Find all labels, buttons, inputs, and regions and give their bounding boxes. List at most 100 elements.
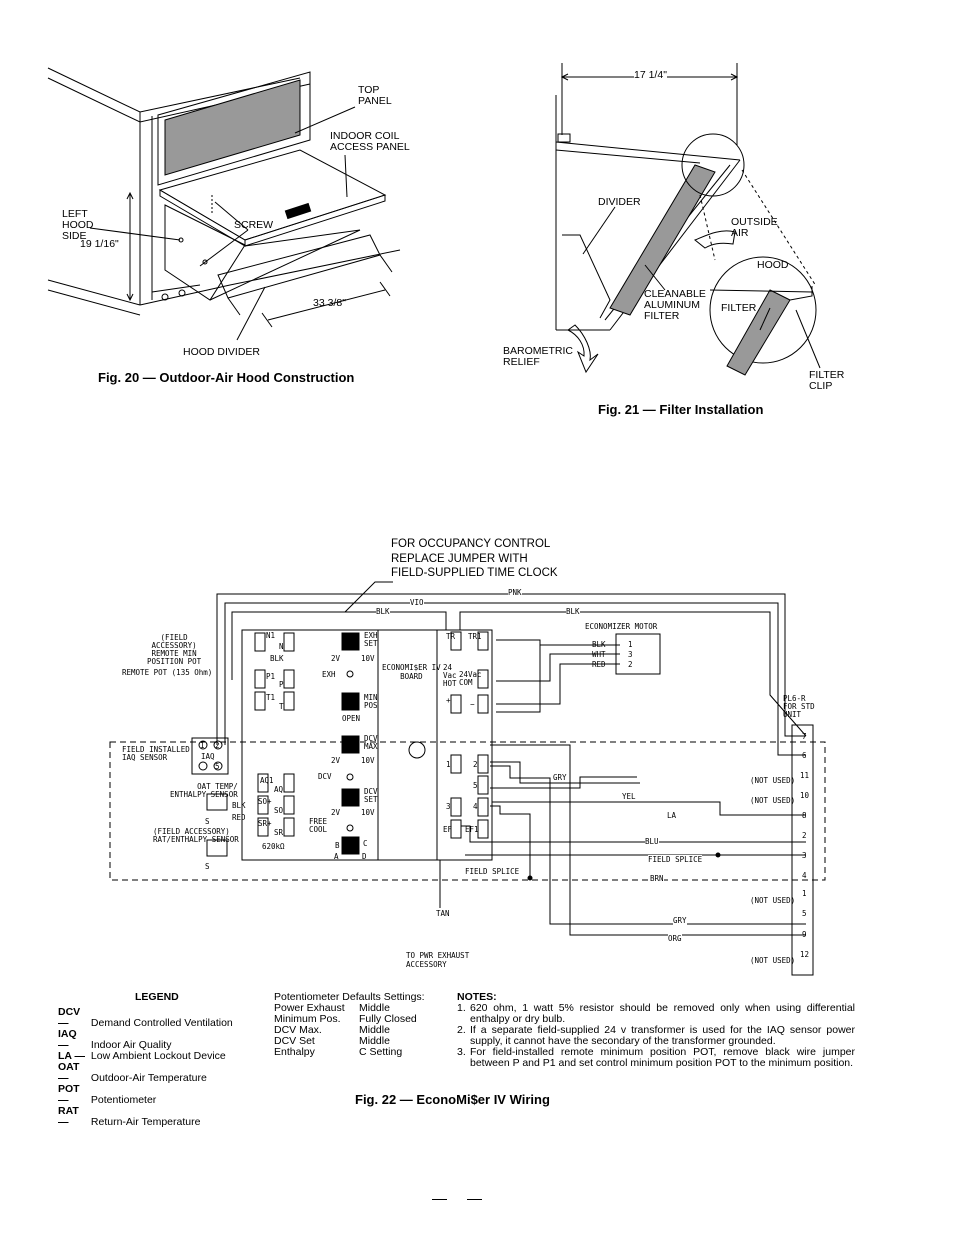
barometric-relief-label: BAROMETRIC RELIEF (503, 345, 574, 368)
plug-pin: 4 (802, 871, 807, 880)
v10-label-b: 10V (361, 756, 375, 765)
wire-pnk-label: PNK (508, 588, 522, 597)
field-accessory-pot-label: (FIELD ACCESSORY) REMOTE MIN POSITION PO… (147, 633, 202, 666)
legend-abbr: IAQ — (58, 1028, 77, 1051)
pwr-exhaust-label: TO PWR EXHAUST ACCESSORY (406, 951, 470, 969)
pot-value: Middle (359, 1024, 390, 1036)
rat-sensor-label: (FIELD ACCESSORY) RAT/ENTHALPY SENSOR (153, 827, 239, 844)
pot-row: DCV Max.Middle (274, 1025, 425, 1036)
d-label: D (362, 852, 367, 861)
field-splice-label: FIELD SPLICE (648, 855, 703, 864)
c-label: C (363, 839, 368, 848)
not-used-label: (NOT USED) (750, 896, 796, 905)
term-p: P (279, 680, 284, 689)
min-pos-label: MIN POS (364, 693, 378, 710)
legend-desc: Indoor Air Quality (90, 1039, 172, 1051)
wire-org-label: ORG (668, 934, 682, 943)
wire-gry-label: GRY (553, 773, 567, 782)
term-aq: AQ (274, 785, 284, 794)
wire-tan-label: TAN (436, 909, 450, 918)
legend-title: LEGEND (135, 991, 179, 1003)
pl6-label: PL6-R FOR STD UNIT (783, 694, 815, 719)
filter-label: FILTER (721, 302, 757, 314)
v2-label-b: 2V (331, 756, 341, 765)
hood-label: HOOD (757, 259, 789, 271)
motor-wht: WHT (592, 650, 606, 659)
b-label: B (335, 841, 340, 850)
legend-row: POT — Potentiometer (58, 1084, 233, 1106)
oat-red-wire: RED (232, 813, 246, 822)
legend-row: RAT — Return-Air Temperature (58, 1106, 233, 1128)
not-used-label: (NOT USED) (750, 776, 796, 785)
exh-led-label: EXH (322, 670, 336, 679)
resistor-label: 620kΩ (262, 842, 285, 851)
wire-blu-label: BLU (645, 837, 659, 846)
term-t: T (279, 702, 284, 711)
econ-motor-label: ECONOMIZER MOTOR (585, 622, 658, 631)
cleanable-filter-label: CLEANABLE ALUMINUM FILTER (644, 288, 706, 322)
plug-pin: 9 (802, 930, 807, 939)
wire-brn-label: BRN (650, 874, 664, 883)
legend-desc: Low Ambient Lockout Device (90, 1050, 226, 1062)
fig21-caption: Fig. 21 — Filter Installation (598, 402, 764, 417)
iaq-pin-5: 5 (215, 762, 220, 771)
wire-yel-label: YEL (622, 792, 636, 801)
note-text: If a separate field-supplied 24 v transf… (470, 1024, 855, 1047)
pot-name: Enthalpy (274, 1046, 315, 1058)
la-label: LA (667, 811, 677, 820)
pot-row: Minimum Pos.Fully Closed (274, 1014, 425, 1025)
legend-row: OAT — Outdoor-Air Temperature (58, 1062, 233, 1084)
dcv-max-label: DCV MAX (364, 734, 378, 751)
rat-s-label: S (205, 862, 210, 871)
not-used-label: (NOT USED) (750, 796, 796, 805)
filter-clip-label: FILTER CLIP (809, 369, 845, 392)
legend-abbr: DCV — (58, 1006, 81, 1029)
legend-desc: Demand Controlled Ventilation (90, 1017, 233, 1029)
divider-label: DIVIDER (598, 196, 641, 208)
term-24vac-hot: 24 Vac HOT (443, 663, 457, 688)
free-cool-label: FREE COOL (309, 817, 328, 834)
left-hood-side-label: LEFT HOOD SIDE (62, 208, 94, 242)
a-label: A (334, 852, 339, 861)
oat-blk-wire: BLK (232, 801, 246, 810)
motor-red: RED (592, 660, 606, 669)
pot-value: Fully Closed (359, 1013, 417, 1025)
legend-abbr: POT — (58, 1083, 80, 1106)
remote-pot-label: REMOTE POT (135 Ohm) (122, 668, 213, 677)
fig21-width-dimension: 17 1/4" (634, 69, 667, 81)
legend-desc: Potentiometer (90, 1094, 157, 1106)
v10-label-c: 10V (361, 808, 375, 817)
motor-blk: BLK (592, 640, 606, 649)
note-item: 2.If a separate field-supplied 24 v tran… (457, 1024, 855, 1047)
legend-row: DCV — Demand Controlled Ventilation (58, 1007, 233, 1029)
notes-block: NOTES: 1.620 ohm, 1 watt 5% resistor sho… (457, 992, 855, 1069)
plug-pin: 5 (802, 909, 807, 918)
indoor-coil-label: INDOOR COIL ACCESS PANEL (330, 130, 410, 153)
term-sr: SR (274, 828, 284, 837)
legend-desc: Outdoor-Air Temperature (90, 1072, 207, 1084)
wire-gry2-label: GRY (673, 916, 687, 925)
wire-blk3-label: BLK (270, 654, 284, 663)
exh-set-label: EXH SET (364, 631, 378, 648)
term-t1: T1 (266, 693, 276, 702)
term-ef1: EF1 (465, 825, 479, 834)
plug-pin: 2 (802, 831, 807, 840)
term-tr: TR (446, 632, 456, 641)
v10-label-a: 10V (361, 654, 375, 663)
term-aq1: AQ1 (260, 776, 274, 785)
fig22-caption: Fig. 22 — EconoMi$er IV Wiring (355, 1092, 550, 1107)
plug-pin: 8 (802, 811, 807, 820)
dcv-set-label: DCV SET (364, 787, 378, 804)
wire-blk2-label: BLK (566, 607, 580, 616)
legend-list: DCV — Demand Controlled Ventilation IAQ … (58, 1007, 233, 1128)
plug-pin: 3 (802, 851, 807, 860)
term-3: 3 (446, 802, 451, 811)
occupancy-note: FOR OCCUPANCY CONTROL REPLACE JUMPER WIT… (391, 538, 558, 579)
plug-pin: 1 (802, 889, 807, 898)
iaq-label: IAQ (201, 752, 215, 761)
note-text: For field-installed remote minimum posit… (470, 1046, 855, 1069)
iaq-sensor-label: FIELD INSTALLED IAQ SENSOR (122, 745, 190, 762)
